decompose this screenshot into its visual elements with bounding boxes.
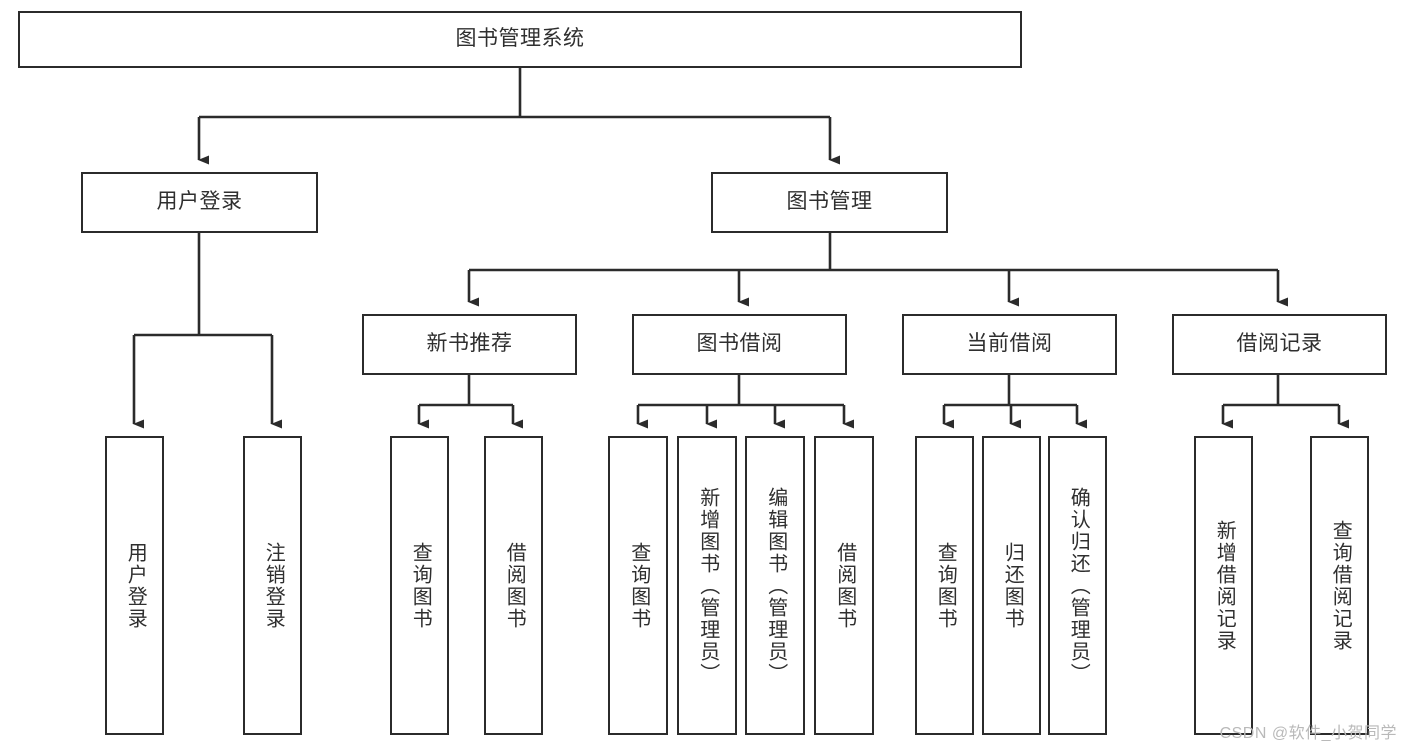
node-current-borrow-label: 当前借阅 <box>966 332 1053 356</box>
node-leaf-add-book[interactable]: 新增图书（管理员） <box>677 436 737 735</box>
node-root[interactable]: 图书管理系统 <box>18 11 1022 68</box>
node-current-borrow[interactable]: 当前借阅 <box>902 314 1117 375</box>
node-leaf-borrow-book-1[interactable]: 借阅图书 <box>484 436 543 735</box>
node-leaf-add-record[interactable]: 新增借阅记录 <box>1194 436 1253 735</box>
node-leaf-query-book-2-label: 查询图书 <box>627 541 650 630</box>
node-leaf-query-book-1-label: 查询图书 <box>409 541 432 630</box>
node-leaf-add-record-label: 新增借阅记录 <box>1213 519 1236 652</box>
node-leaf-borrow-book-1-label: 借阅图书 <box>503 541 526 630</box>
node-borrow-record-label: 借阅记录 <box>1236 332 1323 356</box>
node-borrow-record[interactable]: 借阅记录 <box>1172 314 1387 375</box>
node-book-manage[interactable]: 图书管理 <box>711 172 948 233</box>
node-leaf-query-record[interactable]: 查询借阅记录 <box>1310 436 1369 735</box>
node-leaf-query-book-3[interactable]: 查询图书 <box>915 436 974 735</box>
node-leaf-return-book[interactable]: 归还图书 <box>982 436 1041 735</box>
node-leaf-return-book-label: 归还图书 <box>1001 541 1024 630</box>
node-root-label: 图书管理系统 <box>455 27 585 51</box>
node-leaf-query-book-3-label: 查询图书 <box>934 541 957 630</box>
node-leaf-query-book-1[interactable]: 查询图书 <box>390 436 449 735</box>
node-leaf-add-book-label: 新增图书（管理员） <box>696 486 719 685</box>
node-leaf-borrow-book-2[interactable]: 借阅图书 <box>814 436 874 735</box>
node-leaf-borrow-book-2-label: 借阅图书 <box>833 541 856 630</box>
node-leaf-edit-book-label: 编辑图书（管理员） <box>764 486 787 685</box>
node-user-login-label: 用户登录 <box>156 190 243 214</box>
node-new-book-recommend[interactable]: 新书推荐 <box>362 314 577 375</box>
node-leaf-query-book-2[interactable]: 查询图书 <box>608 436 668 735</box>
node-leaf-confirm-return[interactable]: 确认归还（管理员） <box>1048 436 1107 735</box>
node-book-borrow[interactable]: 图书借阅 <box>632 314 847 375</box>
node-book-manage-label: 图书管理 <box>786 190 873 214</box>
node-user-login[interactable]: 用户登录 <box>81 172 318 233</box>
node-leaf-edit-book[interactable]: 编辑图书（管理员） <box>745 436 805 735</box>
node-book-borrow-label: 图书借阅 <box>696 332 783 356</box>
node-leaf-logout-login[interactable]: 注销登录 <box>243 436 302 735</box>
node-leaf-user-login[interactable]: 用户登录 <box>105 436 164 735</box>
node-leaf-query-record-label: 查询借阅记录 <box>1329 519 1352 652</box>
node-leaf-user-login-label: 用户登录 <box>124 541 147 630</box>
node-new-book-recommend-label: 新书推荐 <box>426 332 513 356</box>
node-leaf-confirm-return-label: 确认归还（管理员） <box>1067 486 1090 685</box>
node-leaf-logout-login-label: 注销登录 <box>262 541 285 630</box>
